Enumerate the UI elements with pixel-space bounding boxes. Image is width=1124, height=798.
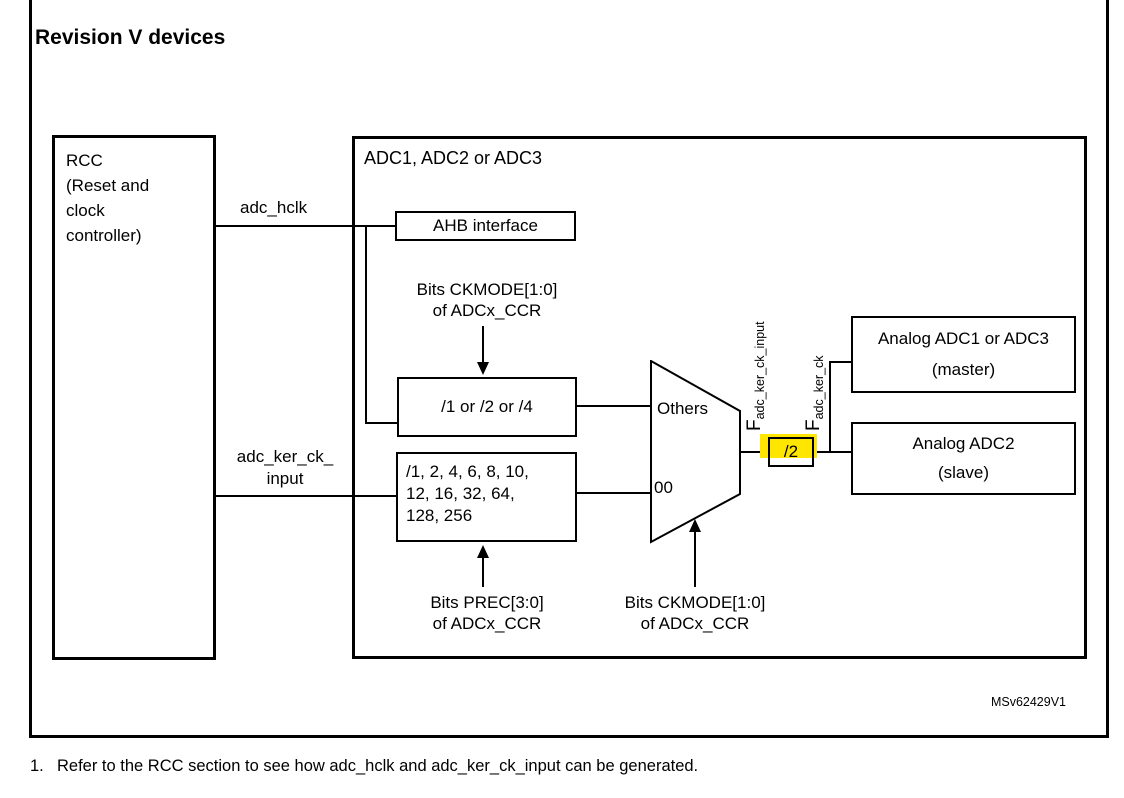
adc-ker-ck-input-wire bbox=[216, 495, 396, 497]
rcc-line-1: RCC bbox=[66, 151, 103, 170]
rcc-block-label: RCC (Reset and clock controller) bbox=[66, 148, 149, 248]
ckmode-top-line2: of ADCx_CCR bbox=[432, 301, 542, 320]
prescaler1-box: /1 or /2 or /4 bbox=[397, 377, 577, 437]
ckmode-bottom-line1: Bits CKMODE[1:0] bbox=[624, 593, 766, 612]
ckmode-bottom-label: Bits CKMODE[1:0] of ADCx_CCR bbox=[605, 592, 785, 634]
rcc-line-4: controller) bbox=[66, 226, 142, 245]
prec-label: Bits PREC[3:0] of ADCx_CCR bbox=[397, 592, 577, 634]
mux-shape bbox=[650, 360, 741, 544]
rcc-block bbox=[52, 135, 216, 660]
hclk-branch-horizontal bbox=[365, 422, 397, 424]
footnote-number: 1. bbox=[30, 757, 44, 775]
rcc-line-2: (Reset and bbox=[66, 176, 150, 195]
adc-ker-label-line1: adc_ker_ck_ bbox=[236, 447, 334, 466]
ckmode-bottom-line2: of ADCx_CCR bbox=[640, 614, 750, 633]
div2-output-wire bbox=[813, 451, 851, 453]
ckmode-bottom-arrow-shaft bbox=[694, 530, 696, 587]
adc-ker-ck-input-label: adc_ker_ck_ input bbox=[222, 446, 348, 490]
frame-right-border bbox=[1106, 0, 1109, 738]
freq1-subscript: adc_ker_ck_input bbox=[753, 321, 767, 420]
prec-arrowhead-icon bbox=[477, 545, 489, 558]
mux-output-wire bbox=[740, 451, 770, 453]
slave-line1: Analog ADC2 bbox=[912, 433, 1015, 453]
analog-adc-master-box: Analog ADC1 or ADC3 (master) bbox=[851, 316, 1076, 393]
rcc-line-3: clock bbox=[66, 201, 105, 220]
mux-input-00-label: 00 bbox=[654, 478, 673, 497]
freq1-symbol: F bbox=[744, 419, 765, 431]
prec-line1: Bits PREC[3:0] bbox=[430, 593, 544, 612]
prescaler2-box: /1, 2, 4, 6, 8, 10, 12, 16, 32, 64, 128,… bbox=[396, 452, 577, 542]
frame-bottom-border bbox=[29, 735, 1109, 738]
prescaler2-line3: 128, 256 bbox=[406, 506, 473, 525]
mux-input-others-label: Others bbox=[657, 399, 709, 418]
ahb-interface-box: AHB interface bbox=[395, 211, 576, 241]
figure-title: Revision V devices bbox=[35, 26, 226, 49]
adc-hclk-wire bbox=[216, 225, 395, 227]
prescaler2-to-mux-wire bbox=[577, 492, 652, 494]
adc-block-label: ADC1, ADC2 or ADC3 bbox=[364, 148, 543, 168]
figure-watermark: MSv62429V1 bbox=[990, 695, 1066, 709]
ckmode-top-arrowhead-icon bbox=[477, 362, 489, 375]
hclk-branch-vertical bbox=[365, 225, 367, 424]
prec-line2: of ADCx_CCR bbox=[432, 614, 542, 633]
ckmode-bottom-arrowhead-icon bbox=[689, 519, 701, 532]
prescaler2-line2: 12, 16, 32, 64, bbox=[406, 484, 515, 503]
prescaler1-label: /1 or /2 or /4 bbox=[441, 397, 533, 416]
ckmode-top-arrow-shaft bbox=[482, 326, 484, 364]
master-branch-horizontal bbox=[829, 361, 851, 363]
ckmode-top-label: Bits CKMODE[1:0] of ADCx_CCR bbox=[397, 279, 577, 321]
footnote-text: Refer to the RCC section to see how adc_… bbox=[57, 757, 699, 775]
ahb-interface-label: AHB interface bbox=[433, 216, 538, 235]
freq2-subscript: adc_ker_ck bbox=[812, 355, 826, 420]
adc-ker-label-line2: input bbox=[266, 469, 304, 488]
analog-adc-slave-box: Analog ADC2 (slave) bbox=[851, 422, 1076, 495]
master-line2: (master) bbox=[931, 360, 996, 379]
prescaler2-line1: /1, 2, 4, 6, 8, 10, bbox=[406, 462, 529, 481]
div2-box: /2 bbox=[768, 437, 814, 467]
ckmode-top-line1: Bits CKMODE[1:0] bbox=[416, 280, 558, 299]
master-line1: Analog ADC1 or ADC3 bbox=[877, 329, 1050, 348]
adc-hclk-label: adc_hclk bbox=[240, 198, 308, 217]
freq-adc-ker-ck-label: Fadc_ker_ck bbox=[803, 355, 826, 431]
div2-label: /2 bbox=[783, 442, 799, 461]
master-branch-vertical bbox=[829, 361, 831, 453]
freq-adc-ker-ck-input-label: Fadc_ker_ck_input bbox=[744, 321, 767, 431]
frame-left-border bbox=[29, 0, 32, 738]
prec-arrow-shaft bbox=[482, 556, 484, 587]
slave-line2: (slave) bbox=[937, 463, 989, 483]
prescaler1-to-mux-wire bbox=[577, 405, 652, 407]
freq2-symbol: F bbox=[803, 419, 824, 431]
